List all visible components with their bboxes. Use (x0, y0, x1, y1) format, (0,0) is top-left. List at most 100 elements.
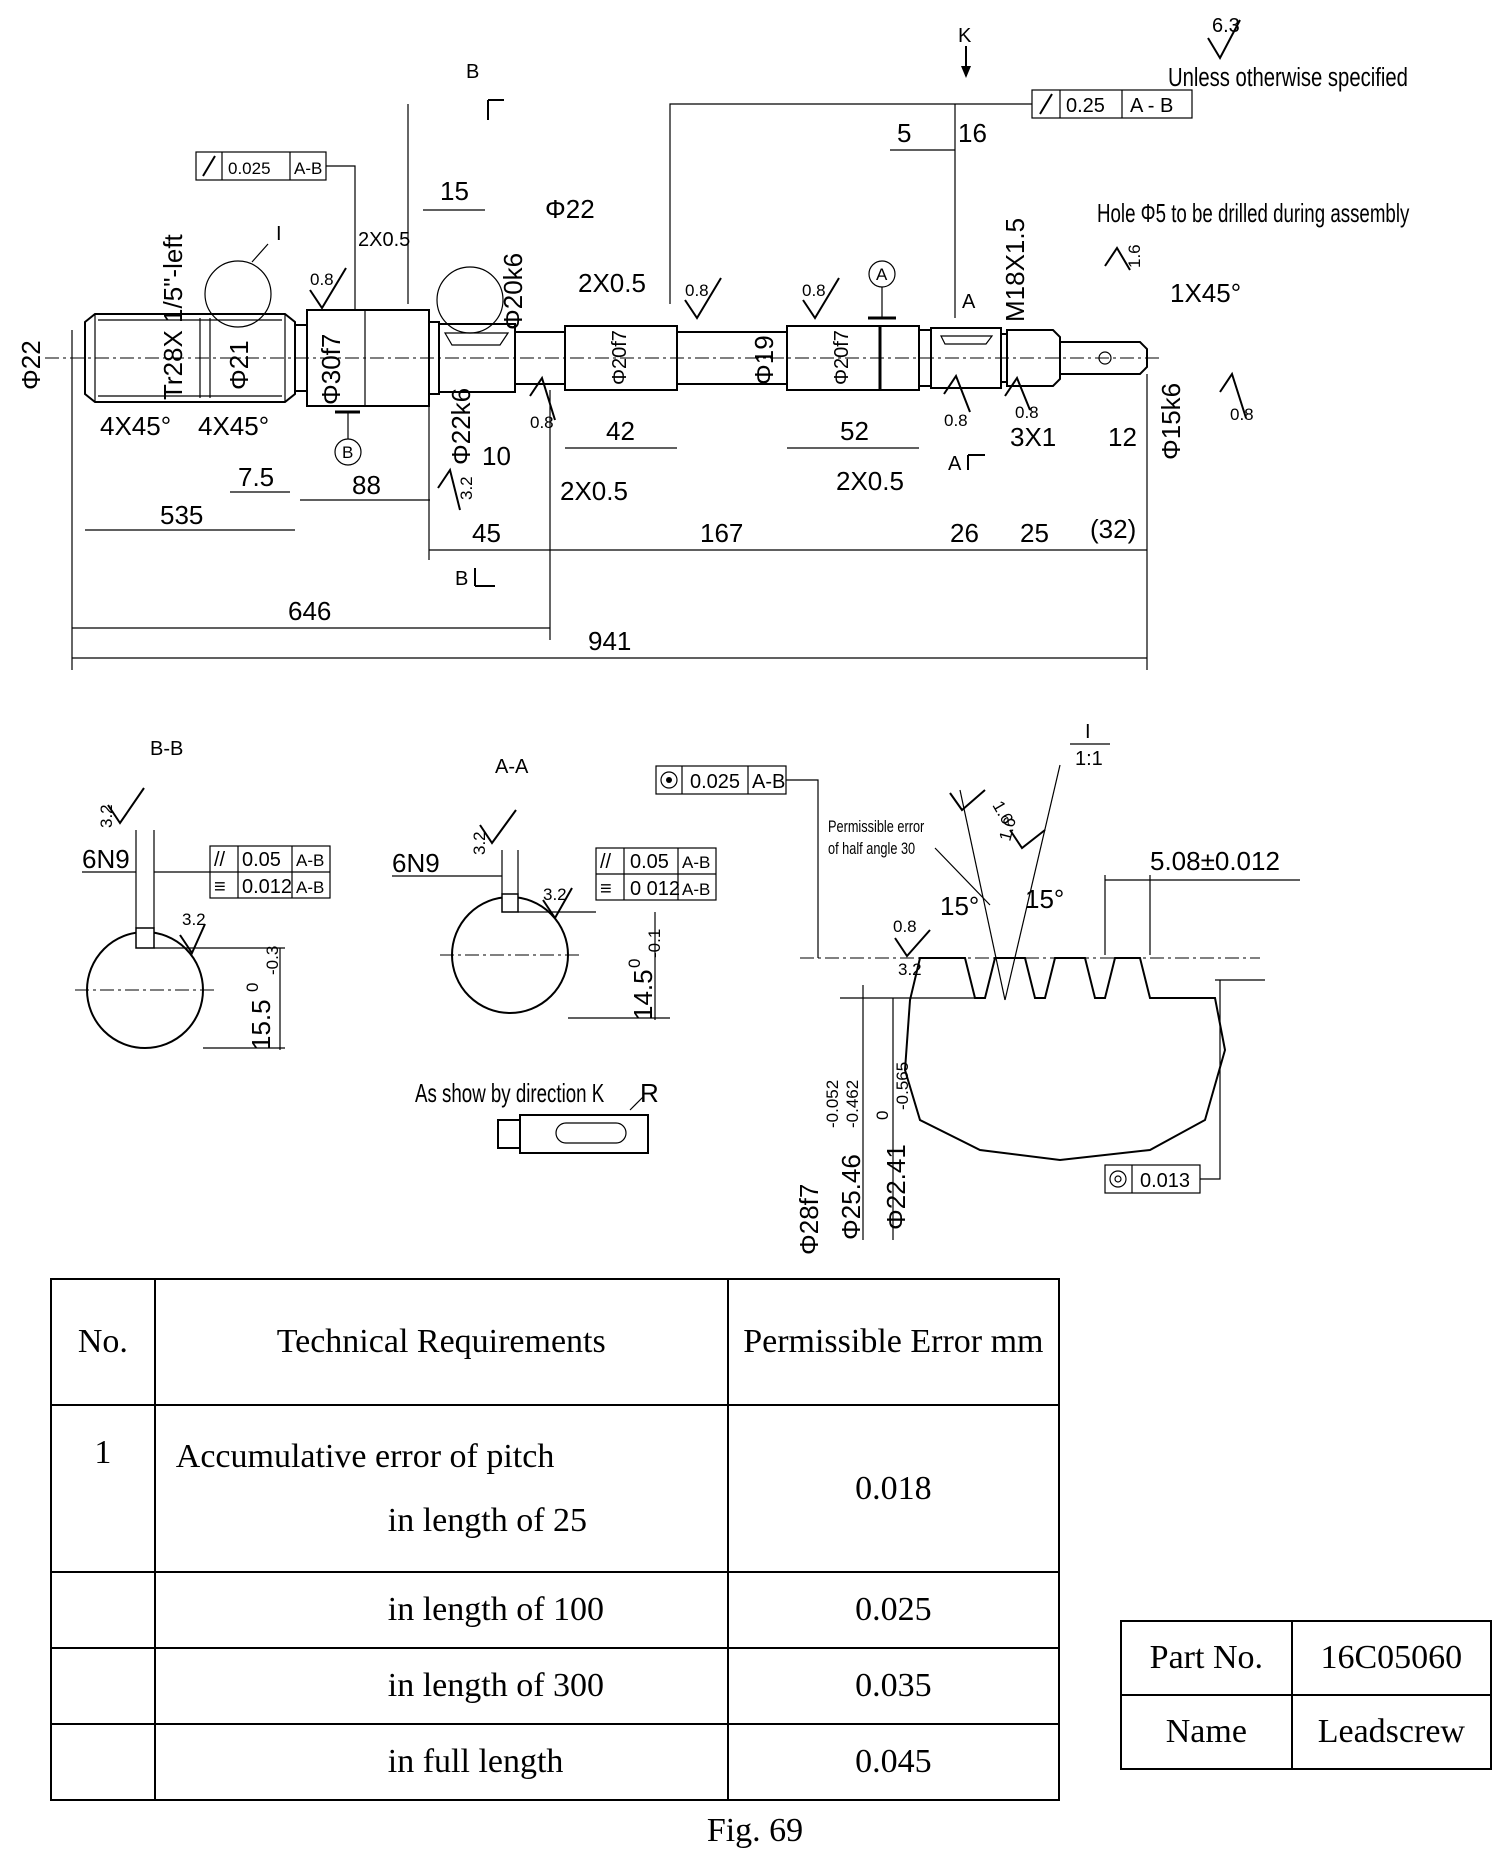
svg-text:2X0.5: 2X0.5 (578, 268, 646, 298)
datum-b: B (342, 443, 353, 462)
svg-text:A-B: A-B (752, 771, 785, 793)
svg-text://: // (600, 851, 612, 873)
error-value: 0.018 (726, 1404, 1061, 1573)
part-no-row: Part No. 16C05060 (1120, 1620, 1493, 1696)
table-header: No. Technical Requirements Permissible E… (50, 1278, 1061, 1406)
error-value: 0.025 (726, 1571, 1061, 1649)
svg-text:0.8: 0.8 (1015, 403, 1039, 422)
section-a-bottom: A (948, 453, 962, 475)
svg-text:25: 25 (1020, 518, 1049, 548)
svg-text:0.8: 0.8 (685, 281, 709, 300)
dia-30f7: Φ30f7 (316, 334, 346, 405)
svg-text:3.2: 3.2 (97, 804, 116, 828)
direction-note: As show by direction K (415, 1078, 604, 1108)
svg-text:535: 535 (160, 500, 203, 530)
svg-text:0.25: 0.25 (1066, 95, 1105, 117)
roughness-symbols: 0.8 0.8 0.8 0.8 0.8 0.8 0.8 3.2 1.6 (309, 244, 1254, 511)
dia-20f7-left: Φ20f7 (609, 330, 631, 385)
half-angle-note-2: of half angle 30 (828, 839, 915, 858)
name-row: Name Leadscrew (1120, 1694, 1493, 1770)
section-bb-title: B-B (150, 738, 183, 760)
coaxiality: 0.013 (1140, 1170, 1190, 1192)
bb-key: 6N9 (82, 844, 130, 874)
section-b-top: B (466, 61, 479, 83)
svg-text:941: 941 (588, 626, 631, 656)
svg-text:3.2: 3.2 (182, 910, 206, 929)
datum-a: A (876, 265, 888, 284)
surface-default-value: 6.3 (1212, 15, 1240, 37)
error-value: 0.045 (726, 1723, 1061, 1801)
table-row: in full length 0.045 (50, 1723, 1061, 1801)
svg-text:5: 5 (897, 118, 911, 148)
svg-text:3X1: 3X1 (1010, 422, 1056, 452)
svg-text:42: 42 (606, 416, 635, 446)
svg-text:(32): (32) (1090, 514, 1136, 544)
name-label: Name (1120, 1694, 1293, 1770)
requirement-line: in full length (153, 1723, 729, 1801)
dia-19: Φ19 (749, 335, 779, 385)
dia-22-detail: Φ22 (545, 194, 595, 224)
header-requirements: Technical Requirements (153, 1278, 729, 1406)
requirement-line: in length of 25 (387, 1501, 588, 1539)
svg-text:A-B: A-B (682, 880, 710, 899)
svg-text:88: 88 (352, 470, 381, 500)
section-aa: A-A 6N9 3.2 3.2 // 0.05 A-B ≡ 0 012 A-B … (392, 756, 717, 1154)
dia-28f7: Φ28f7 (794, 1184, 824, 1255)
surface-note: Unless otherwise specified (1168, 63, 1408, 92)
table-row: in length of 300 0.035 (50, 1647, 1061, 1725)
svg-text://: // (214, 849, 226, 871)
svg-text:12: 12 (1108, 422, 1137, 452)
svg-text:0.05: 0.05 (630, 851, 669, 873)
svg-text:4X45°: 4X45° (198, 411, 269, 441)
aa-depth: 14.5 (628, 969, 658, 1020)
svg-text:646: 646 (288, 596, 331, 626)
svg-text:-0.052: -0.052 (823, 1080, 842, 1128)
leadscrew-drawing: I B B A A K B A 0.25 A (16, 15, 1410, 1255)
svg-text:3.2: 3.2 (470, 831, 489, 855)
table-row: in length of 100 0.025 (50, 1571, 1061, 1649)
requirement-line: Accumulative error of pitch (175, 1437, 555, 1475)
section-b-bottom: B (455, 568, 468, 590)
thread-profile (903, 957, 1227, 1162)
svg-text:A - B: A - B (1130, 95, 1173, 117)
svg-text:≡: ≡ (214, 876, 226, 898)
pitch: 5.08±0.012 (1150, 846, 1280, 876)
svg-text:0.012: 0.012 (242, 876, 292, 898)
svg-text:10: 10 (482, 441, 511, 471)
part-no-value: 16C05060 (1290, 1620, 1493, 1696)
svg-text:0.8: 0.8 (893, 917, 917, 936)
view-k-label: K (958, 25, 972, 47)
figure-caption: Fig. 69 (706, 1812, 804, 1849)
radius-r: R (640, 1078, 659, 1108)
dimensions: 15 5 16 7.5 88 535 10 42 52 12 45 167 26… (71, 118, 1148, 670)
requirement-line: in length of 100 (153, 1571, 729, 1649)
error-value: 0.035 (726, 1647, 1061, 1725)
dia-20k6: Φ20k6 (498, 253, 528, 330)
half-angle-note-1: Permissible error (828, 817, 924, 836)
svg-text:-0.3: -0.3 (263, 946, 282, 975)
svg-text:-0.462: -0.462 (843, 1080, 862, 1128)
detail-i-marker (204, 260, 272, 328)
dia-15k6: Φ15k6 (1156, 383, 1186, 460)
svg-text:3.2: 3.2 (898, 960, 922, 979)
svg-text:3.2: 3.2 (543, 885, 567, 904)
part-no-label: Part No. (1120, 1620, 1293, 1696)
svg-text:0.8: 0.8 (944, 411, 968, 430)
dia-21: Φ21 (224, 340, 254, 390)
svg-text:0: 0 (873, 1111, 892, 1120)
svg-text:15: 15 (440, 176, 469, 206)
bb-depth: 15.5 (246, 999, 276, 1050)
aa-key: 6N9 (392, 848, 440, 878)
detail-i-label: I (276, 223, 282, 245)
requirement-line: in length of 300 (153, 1647, 729, 1725)
svg-text:1X45°: 1X45° (1170, 278, 1241, 308)
half-angle-right: 15° (1025, 884, 1064, 914)
detail-i: I 1:1 0.025 A-B 5.08±0.012 15° 15° Permi… (655, 721, 1300, 1255)
part-table: Part No. 16C05060 Name Leadscrew (1120, 1620, 1493, 1770)
svg-text:7.5: 7.5 (238, 462, 274, 492)
name-value: Leadscrew (1290, 1694, 1493, 1770)
svg-text:0.8: 0.8 (310, 270, 334, 289)
svg-text:-0.565: -0.565 (893, 1062, 912, 1110)
dia-22k6: Φ22k6 (446, 388, 476, 465)
svg-text:A-B: A-B (294, 159, 322, 178)
